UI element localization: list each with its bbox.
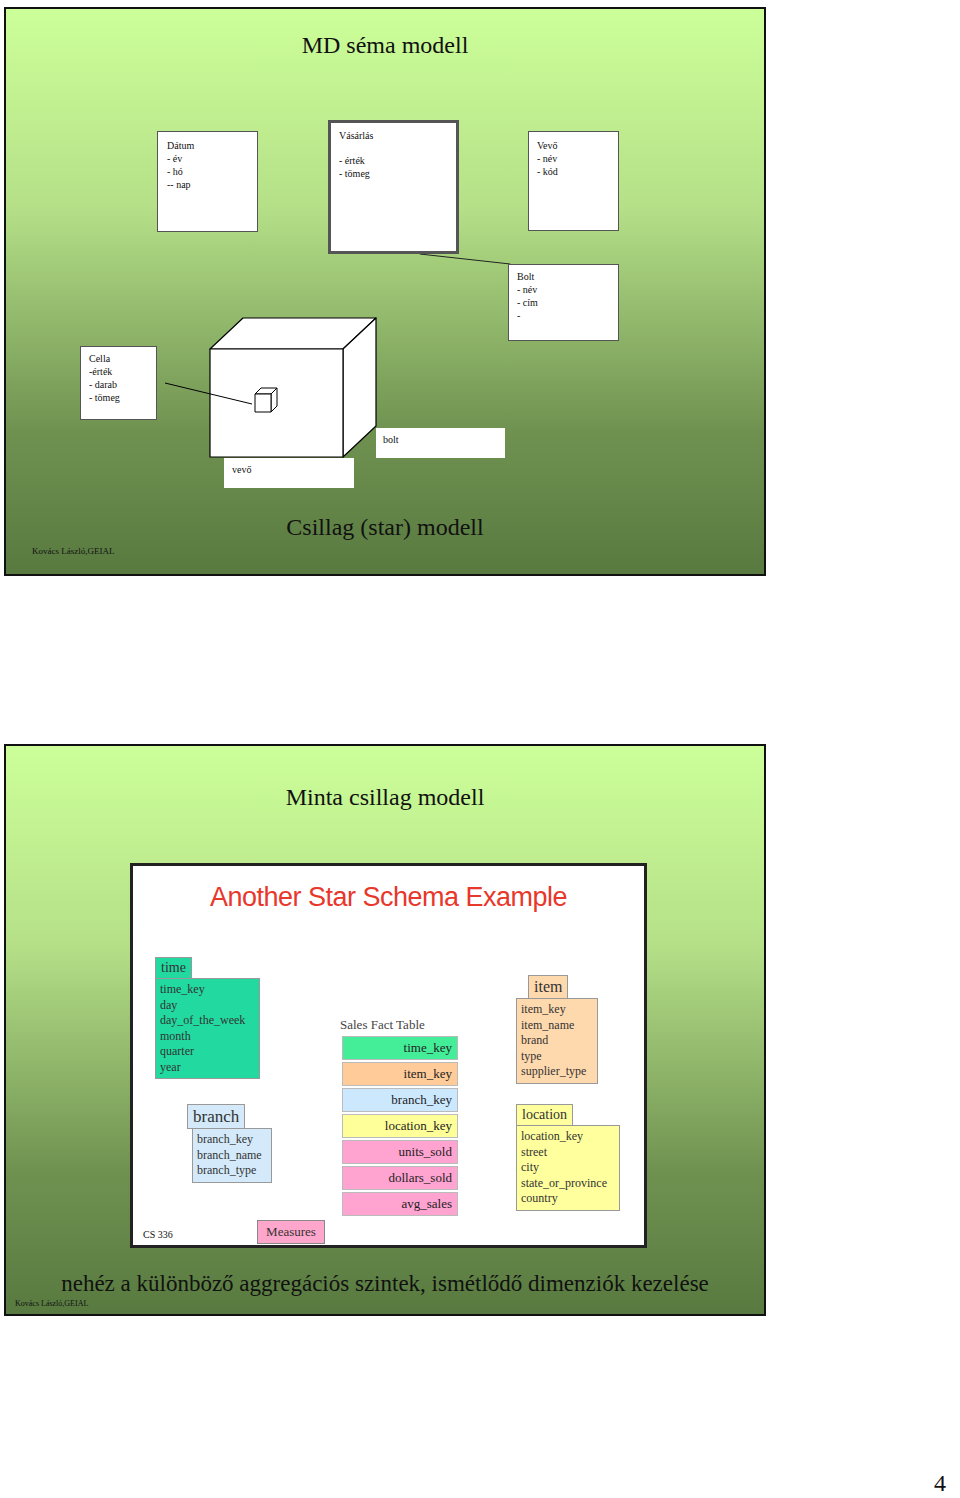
box-heading: vevő (232, 463, 346, 476)
box-heading: bolt (383, 433, 498, 446)
table-field: branch_type (197, 1163, 267, 1179)
table-tab: time (155, 957, 192, 979)
slide-title: MD séma modell (5, 32, 765, 60)
slide-panel: Minta csillag modell nehéz a különböző ag… (5, 745, 765, 1315)
embedded-slide: Another Star Schema ExampleCS 336timetim… (130, 863, 647, 1248)
table-field: branch_name (197, 1148, 267, 1164)
box-line: - tömeg (89, 391, 148, 404)
table-field: month (160, 1029, 255, 1045)
axis-label-box: vevő (224, 458, 354, 488)
table-field: year (160, 1060, 255, 1076)
cell-cube (255, 388, 277, 412)
fact-row: time_key (342, 1036, 458, 1060)
table-field: branch_key (197, 1132, 267, 1148)
slide-text: Csillag (star) modell (5, 514, 765, 542)
page-number: 4 (934, 1470, 946, 1497)
connector-line (420, 254, 511, 264)
box-line: -- nap (167, 178, 248, 191)
slide-background (5, 8, 765, 575)
fact-rows: time_keyitem_keybranch_keylocation_keyun… (342, 1036, 458, 1216)
table-field: time_key (160, 982, 255, 998)
box-line: - cím (517, 296, 610, 309)
table-heading: Sales Fact Table (340, 1016, 458, 1034)
fact-row: dollars_sold (342, 1166, 458, 1190)
leader-line (165, 383, 252, 404)
box-heading: Bolt (517, 270, 610, 283)
data-cube (210, 318, 376, 457)
entity-box: Bolt- név- cím- (508, 264, 619, 341)
box-line: -érték (89, 365, 148, 378)
fact-row: units_sold (342, 1140, 458, 1164)
box-heading: Cella (89, 352, 148, 365)
fact-row: item_key (342, 1062, 458, 1086)
fact-row: branch_key (342, 1088, 458, 1112)
table-body: location_keystreetcitystate_or_provincec… (516, 1125, 620, 1211)
dimension-table: locationlocation_keystreetcitystate_or_p… (516, 1104, 620, 1211)
table-field: country (521, 1191, 615, 1207)
table-field: item_key (521, 1002, 593, 1018)
slide-background (5, 745, 765, 1315)
box-line: - kód (537, 165, 610, 178)
box-line: - név (537, 152, 610, 165)
table-field: type (521, 1049, 593, 1065)
table-field: location_key (521, 1129, 615, 1145)
measures-box: Measures (257, 1220, 325, 1244)
fact-entity-box: Vásárlás - érték- tömeg (328, 120, 459, 254)
box-line: - név (517, 283, 610, 296)
box-line: - érték (339, 154, 448, 167)
box-line: - darab (89, 378, 148, 391)
table-body: item_keyitem_namebrandtypesupplier_type (516, 998, 598, 1084)
box-line: - (517, 309, 610, 322)
entity-box: Dátum- év- hó-- nap (157, 131, 258, 232)
table-field: street (521, 1145, 615, 1161)
fact-row: location_key (342, 1114, 458, 1138)
table-field: day (160, 998, 255, 1014)
table-field: day_of_the_week (160, 1013, 255, 1029)
fact-table: Sales Fact Table time_keyitem_keybranch_k… (340, 1016, 458, 1218)
box-heading: Vásárlás (339, 129, 448, 142)
box-line: - év (167, 152, 248, 165)
slide-panel: MD séma modellCsillag (star) modellKovác… (5, 8, 765, 575)
cell-box: Cella-érték- darab- tömeg (80, 346, 157, 420)
box-heading: Measures (264, 1224, 318, 1240)
table-tab: item (528, 975, 568, 999)
box-line: - tömeg (339, 167, 448, 180)
slide-text: Kovács László,GEIAL (15, 1299, 88, 1308)
slide-text: Kovács László,GEIAL (32, 546, 114, 556)
dimension-table: itemitem_keyitem_namebrandtypesupplier_t… (516, 975, 598, 1084)
table-field: state_or_province (521, 1176, 615, 1192)
slide-title: Minta csillag modell (5, 784, 765, 812)
box-heading: Vevő (537, 139, 610, 152)
table-field: brand (521, 1033, 593, 1049)
table-tab: branch (187, 1104, 245, 1129)
dimension-table: branchbranch_keybranch_namebranch_type (187, 1104, 272, 1183)
slide-title: Another Star Schema Example (133, 882, 644, 913)
fact-row: avg_sales (342, 1192, 458, 1216)
table-field: quarter (160, 1044, 255, 1060)
entity-box: Vevő- név- kód (528, 131, 619, 231)
box-heading: Dátum (167, 139, 248, 152)
slide-text: CS 336 (143, 1229, 173, 1241)
table-field: item_name (521, 1018, 593, 1034)
table-body: branch_keybranch_namebranch_type (192, 1128, 272, 1183)
table-body: time_keydayday_of_the_weekmonthquarterye… (155, 978, 260, 1079)
table-field: city (521, 1160, 615, 1176)
table-field: supplier_type (521, 1064, 593, 1080)
axis-label-box: bolt (376, 428, 505, 458)
box-line: - hó (167, 165, 248, 178)
dimension-table: timetime_keydayday_of_the_weekmonthquart… (155, 957, 260, 1079)
table-tab: location (516, 1104, 573, 1126)
slide-text: nehéz a különböző aggregációs szintek, i… (5, 1271, 765, 1297)
